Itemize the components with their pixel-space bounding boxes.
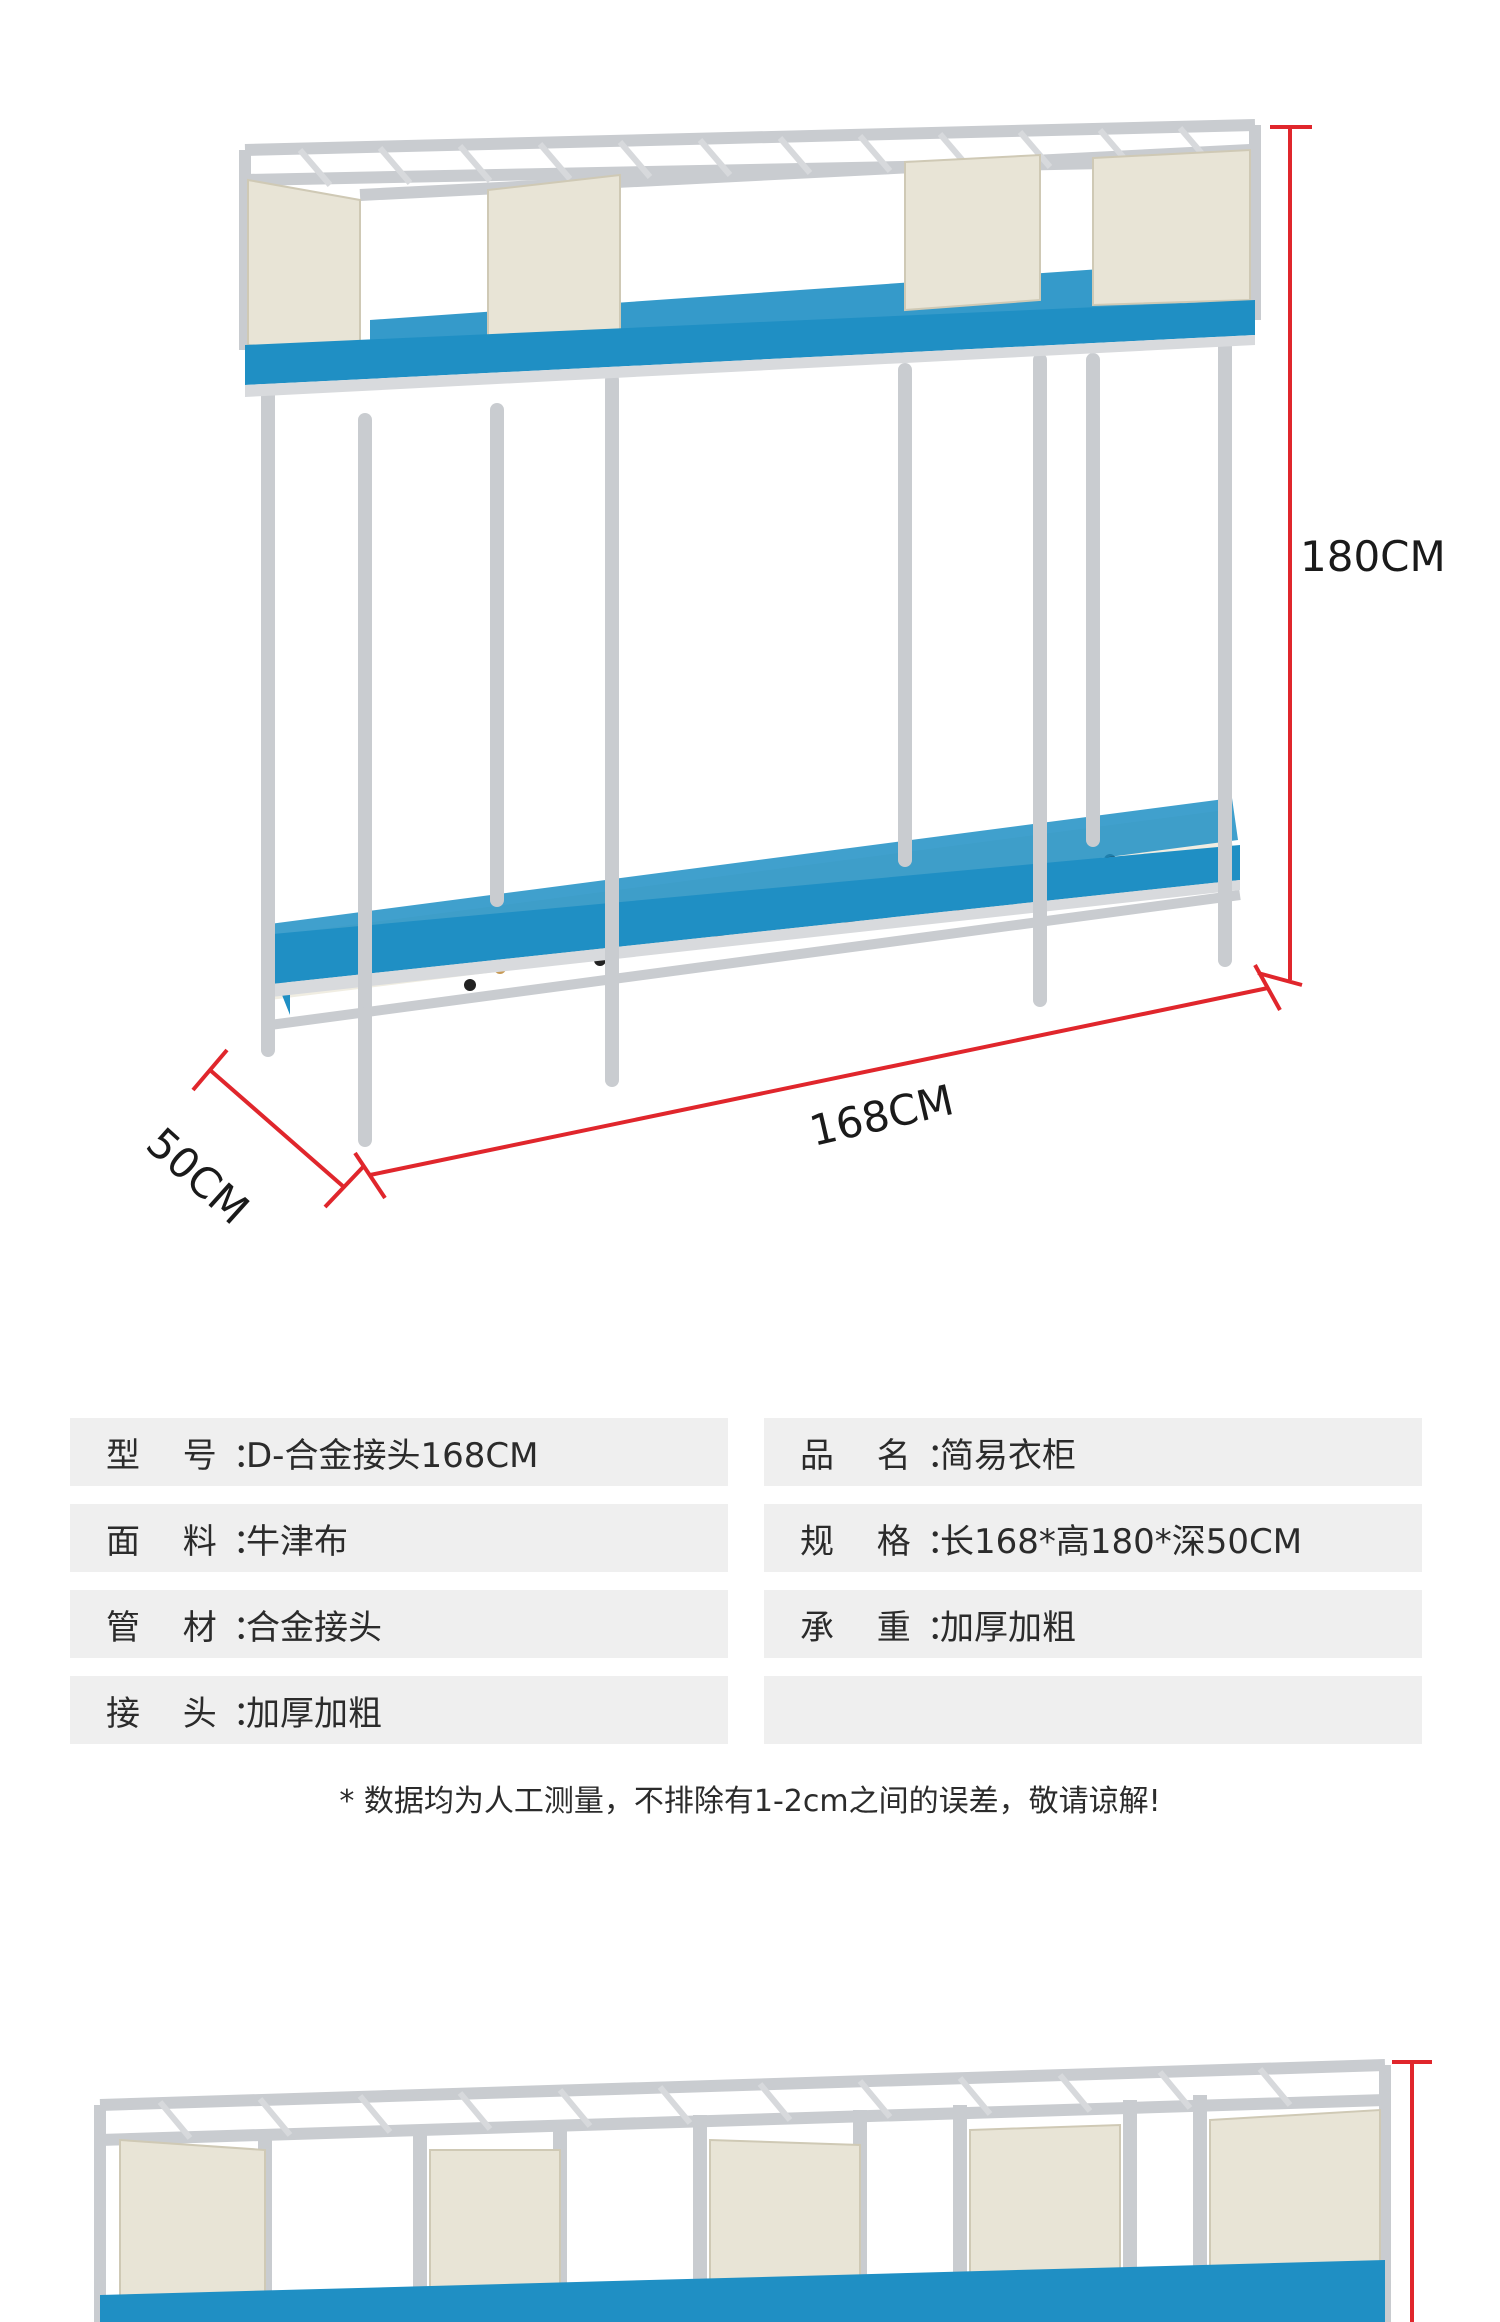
spec-key: 品 名： (800, 1435, 977, 1476)
depth-dimension-line (191, 1048, 365, 1209)
spec-value: 牛津布 (246, 1521, 348, 1562)
product-figure-top: 180CM 168CM 50CM (137, 119, 1446, 1234)
spec-value: 简易衣柜 (940, 1435, 1076, 1476)
spec-key: 面 料： (106, 1521, 283, 1562)
spec-cell-model: 型 号： D-合金接头168CM (70, 1418, 728, 1486)
spec-cell-load: 承 重： 加厚加粗 (764, 1590, 1422, 1658)
spec-value: 长168*高180*深50CM (940, 1521, 1303, 1562)
spec-key: 接 头： (106, 1693, 283, 1734)
height-dimension-line (1257, 125, 1312, 987)
frame-poles (261, 323, 1232, 1147)
spec-cell-empty (764, 1676, 1422, 1744)
spec-key: 规 格： (800, 1521, 977, 1562)
spec-cell-product-name: 品 名： 简易衣柜 (764, 1418, 1422, 1486)
upper-shelf-band (245, 300, 1255, 385)
spec-cell-fabric: 面 料： 牛津布 (70, 1504, 728, 1572)
spec-cell-joint: 接 头： 加厚加粗 (70, 1676, 728, 1744)
spec-table: 型 号： D-合金接头168CM 品 名： 简易衣柜 面 料： 牛津布 规 格：… (70, 1418, 1422, 1762)
spec-row: 面 料： 牛津布 规 格： 长168*高180*深50CM (70, 1504, 1422, 1572)
spec-row: 型 号： D-合金接头168CM 品 名： 简易衣柜 (70, 1418, 1422, 1486)
spec-key: 承 重： (800, 1607, 977, 1648)
height-label: 180CM (1300, 532, 1446, 581)
spec-cell-tube: 管 材： 合金接头 (70, 1590, 728, 1658)
product-figure-bottom (0, 1990, 1500, 2322)
upper-shelf-band (100, 2260, 1385, 2322)
wardrobe-drawing (239, 119, 1261, 1147)
spec-value: 合金接头 (246, 1607, 382, 1648)
spec-value: 加厚加粗 (246, 1693, 382, 1734)
spec-value: 加厚加粗 (940, 1607, 1076, 1648)
fabric-panels (247, 148, 1251, 362)
wardrobe-drawing-wide (94, 2059, 1432, 2322)
spec-cell-size: 规 格： 长168*高180*深50CM (764, 1504, 1422, 1572)
spec-key: 管 材： (106, 1607, 283, 1648)
spec-row: 管 材： 合金接头 承 重： 加厚加粗 (70, 1590, 1422, 1658)
bottom-shelf-front (262, 845, 1240, 985)
spec-row: 接 头： 加厚加粗 (70, 1676, 1422, 1744)
spec-key: 型 号： (106, 1435, 283, 1476)
measurement-note: * 数据均为人工测量，不排除有1-2cm之间的误差，敬请谅解! (339, 1784, 1161, 1819)
spec-value: D-合金接头168CM (246, 1435, 539, 1476)
length-dimension-line (353, 964, 1282, 1200)
